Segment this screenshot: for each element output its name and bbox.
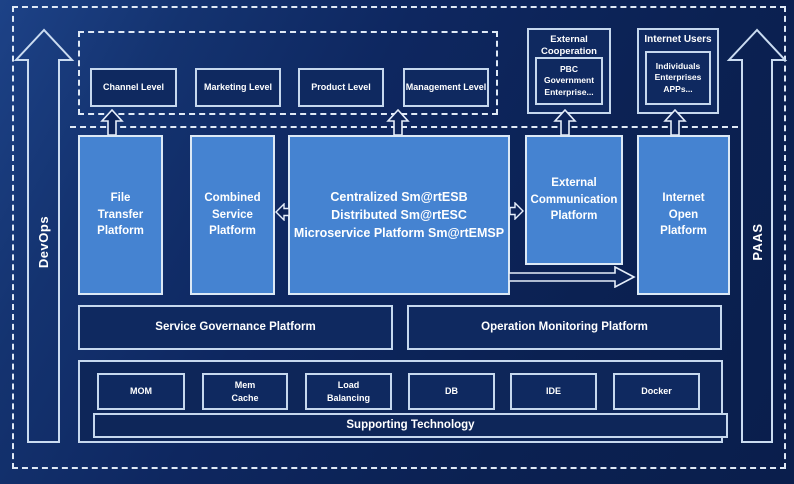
external-cooperation-title: External Cooperation <box>541 34 597 57</box>
internet-users-members: Individuals Enterprises APPs... <box>645 51 711 105</box>
paas-label: PAAS <box>749 223 765 261</box>
paas-arrow-icon <box>726 28 788 443</box>
service-governance-platform: Service Governance Platform <box>78 305 393 350</box>
up-arrow-icon <box>386 109 410 136</box>
internet-users-box: Internet Users Individuals Enterprises A… <box>637 28 719 114</box>
level-management: Management Level <box>403 68 489 107</box>
devops-label: DevOps <box>35 215 51 269</box>
supporting-item-mem-cache: Mem Cache <box>202 373 288 410</box>
internet-users-title: Internet Users <box>644 34 712 45</box>
level-marketing: Marketing Level <box>195 68 281 107</box>
levels-dashed-container <box>78 31 498 115</box>
internet-open-platform: Internet Open Platform <box>637 135 730 295</box>
up-arrow-icon <box>553 109 577 136</box>
up-arrow-icon <box>100 109 124 136</box>
up-arrow-icon <box>663 109 687 136</box>
supporting-technology-bar: Supporting Technology <box>93 413 728 438</box>
flow-arrow-icon <box>509 266 636 288</box>
horizontal-dashed-line <box>70 126 738 128</box>
external-communication-platform: External Communication Platform <box>525 135 623 265</box>
combined-service-platform: Combined Service Platform <box>190 135 275 295</box>
external-cooperation-box: External Cooperation PBC Government Ente… <box>527 28 611 114</box>
supporting-item-mom: MOM <box>97 373 185 410</box>
operation-monitoring-platform: Operation Monitoring Platform <box>407 305 722 350</box>
supporting-item-load-balancing: Load Balancing <box>305 373 392 410</box>
file-transfer-platform: File Transfer Platform <box>78 135 163 295</box>
right-arrow-icon <box>509 202 524 220</box>
external-cooperation-members: PBC Government Enterprise... <box>535 57 603 105</box>
supporting-item-db: DB <box>408 373 495 410</box>
devops-arrow-icon <box>13 28 75 443</box>
level-product: Product Level <box>298 68 384 107</box>
left-arrow-icon <box>275 203 290 221</box>
central-esb-platform: Centralized Sm@rtESB Distributed Sm@rtES… <box>288 135 510 295</box>
outer-dashed-frame <box>12 6 786 469</box>
supporting-item-ide: IDE <box>510 373 597 410</box>
level-channel: Channel Level <box>90 68 177 107</box>
supporting-item-docker: Docker <box>613 373 700 410</box>
